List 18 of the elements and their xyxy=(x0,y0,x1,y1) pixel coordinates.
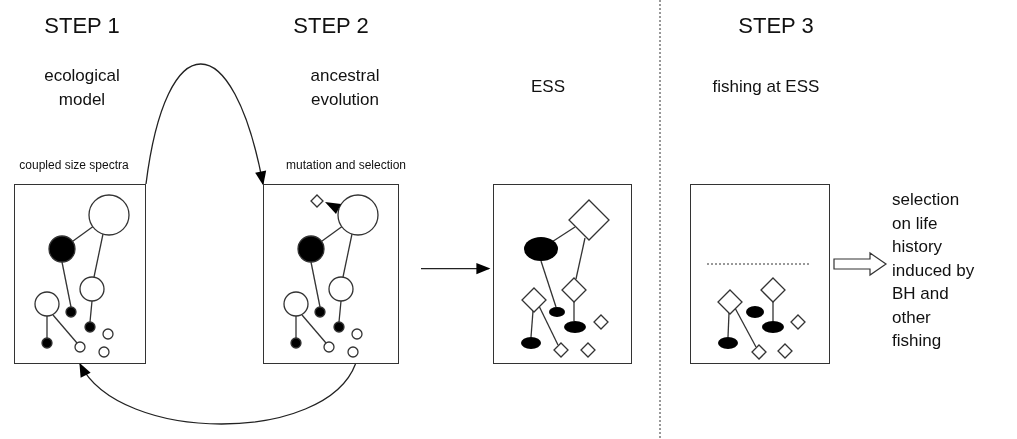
panel-box xyxy=(493,184,632,364)
arrow xyxy=(145,63,266,186)
arrow xyxy=(420,263,491,275)
panel-caption: coupled size spectra xyxy=(19,158,129,173)
step-heading: STEP 1 xyxy=(44,12,120,40)
panel-box xyxy=(690,184,830,364)
node-text: selection on life history induced by BH and other fishing xyxy=(892,188,978,353)
step-subtitle: fishing at ESS xyxy=(712,76,820,98)
panel-box xyxy=(263,184,399,364)
panel-box xyxy=(14,184,146,364)
hollow-arrow xyxy=(833,251,888,277)
step-heading: STEP 2 xyxy=(293,12,369,40)
step-heading: STEP 3 xyxy=(738,12,814,40)
panel-caption: mutation and selection xyxy=(285,158,407,173)
step-subtitle: ecological model xyxy=(43,65,121,111)
column-heading: ESS xyxy=(531,76,565,98)
arrow xyxy=(79,362,357,425)
step-subtitle: ancestral evolution xyxy=(309,65,381,111)
